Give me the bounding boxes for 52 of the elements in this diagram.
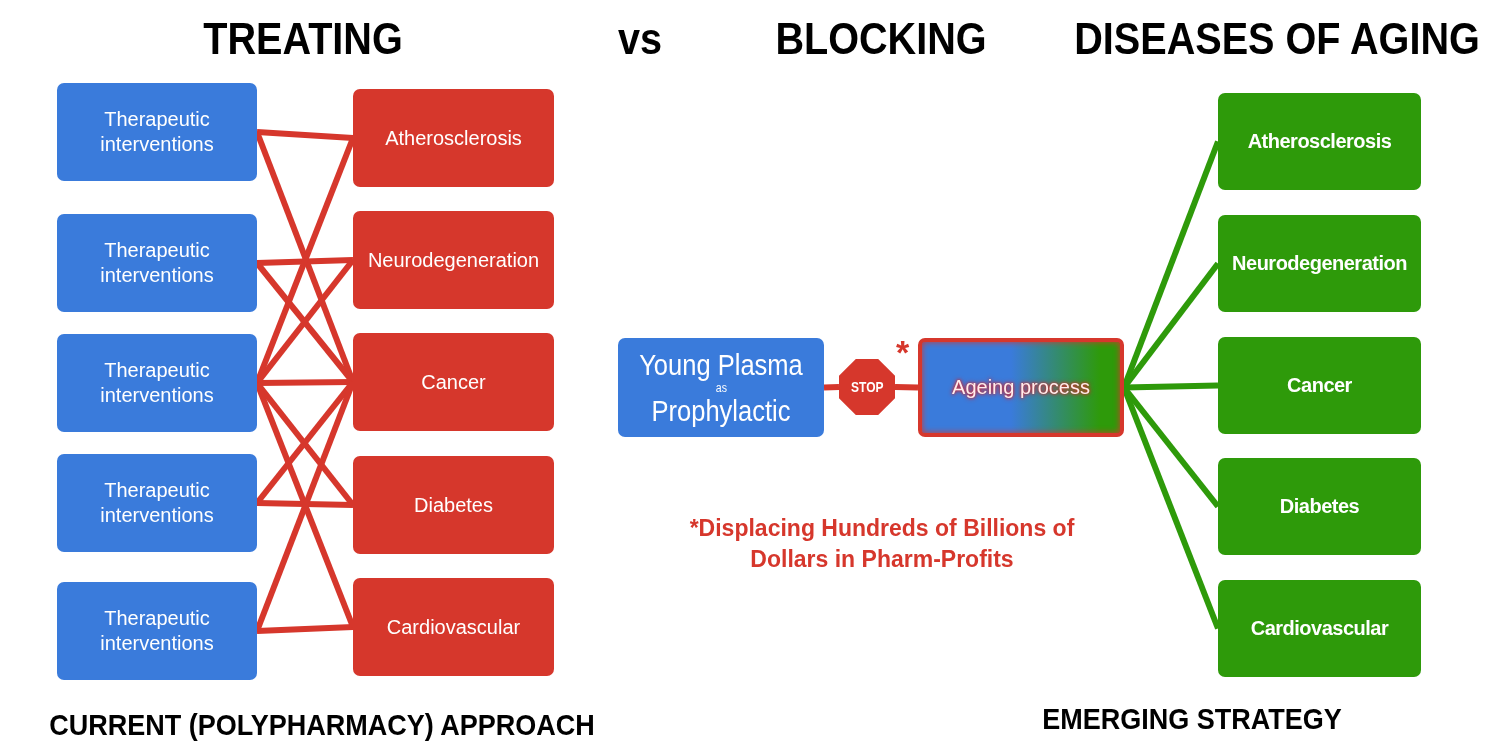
connector-line [256,257,354,266]
intervention-box [57,334,257,432]
box-label: Cancer [421,369,486,395]
box-label: Therapeutic interventions [99,478,215,528]
disease-box [353,211,554,309]
box-label: Cardiovascular [1250,616,1389,641]
disease-box [1218,458,1421,555]
intervention-box [57,454,257,552]
disease-box [1218,93,1421,190]
footnote-mark: * [896,335,910,369]
plasma-title: Young Plasma [639,348,803,381]
intervention-box [57,214,257,312]
box-label: Therapeutic interventions [99,238,215,288]
intervention-box [57,582,257,680]
heading: BLOCKING [775,14,987,64]
heading: vs [617,14,663,64]
footnote: *Displacing Hundreds of Billions of Dollars in Pharm-Profits [688,514,1076,574]
disease-box [353,333,554,431]
box-label: Neurodegeneration [367,247,540,273]
ageing-process-box [918,338,1124,437]
plasma-title: Prophylactic [651,394,791,427]
intervention-box [57,83,257,181]
disease-box [353,456,554,554]
stop-text: STOP [850,377,884,397]
box-label: Cardiovascular [386,614,521,640]
box-label: Therapeutic interventions [99,107,215,157]
box-label: Ageing process [952,375,1090,400]
connector-line [256,500,354,508]
box-label: Atherosclerosis [1247,129,1392,154]
section-caption: EMERGING STRATEGY [1042,702,1342,736]
box-label: Therapeutic interventions [99,358,215,408]
disease-box [353,89,554,187]
plasma-box [618,338,824,437]
box-label: Cancer [1287,373,1352,398]
section-caption: CURRENT (POLYPHARMACY) APPROACH [49,708,595,742]
box-label: Diabetes [1279,494,1360,519]
heading: TREATING [203,14,403,64]
stop-sign [839,359,895,415]
connector-line [823,384,840,391]
disease-box [353,578,554,676]
disease-box [1218,337,1421,434]
heading: DISEASES OF AGING [1074,14,1480,64]
disease-box [1218,580,1421,677]
connector-line [256,129,354,141]
box-label: Atherosclerosis [385,125,522,151]
box-label: Diabetes [414,492,493,518]
connector-word: as [715,380,727,395]
connector-line [256,624,354,634]
disease-box [1218,215,1421,312]
box-label: Therapeutic interventions [99,606,215,656]
connector-line [894,384,919,391]
box-label: Neurodegeneration [1232,251,1407,276]
